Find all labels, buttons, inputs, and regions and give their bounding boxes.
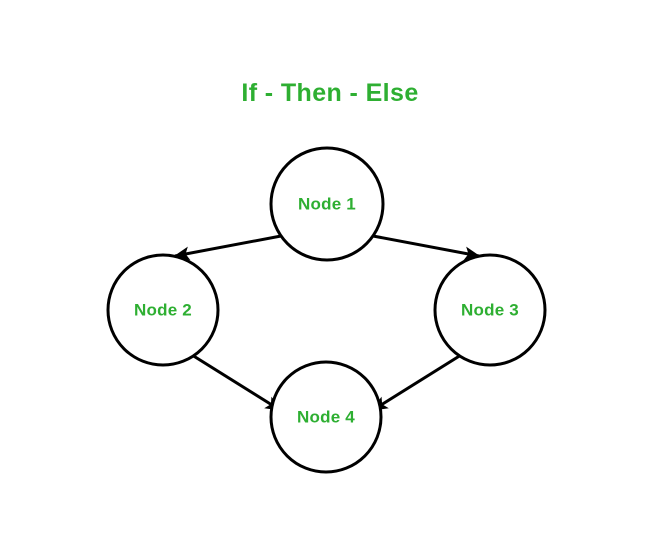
node-circle-n3[interactable]	[433, 253, 547, 367]
node-n3[interactable]: Node 3	[433, 253, 547, 367]
edge-node2-to-node4	[191, 353, 282, 412]
node-circle-n2[interactable]	[106, 253, 220, 367]
node-label-n2: Node 2	[134, 301, 192, 320]
edge-node1-to-node2	[173, 234, 282, 261]
node-n4[interactable]: Node 4	[269, 360, 383, 474]
node-label-n1: Node 1	[298, 195, 356, 214]
node-label-n4: Node 4	[297, 408, 355, 427]
node-n2[interactable]: Node 2	[106, 253, 220, 367]
node-label-n3: Node 3	[461, 301, 519, 320]
edges-group	[173, 234, 481, 412]
node-circle-n1[interactable]	[269, 146, 385, 262]
edge-node3-to-node4	[371, 353, 462, 412]
node-n1[interactable]: Node 1	[269, 146, 385, 262]
node-circle-n4[interactable]	[269, 360, 383, 474]
page-title: If - Then - Else	[241, 79, 418, 107]
nodes-group: Node 1 Node 2 Node 3 Node 4	[106, 146, 547, 474]
edge-node1-to-node3	[372, 234, 481, 261]
